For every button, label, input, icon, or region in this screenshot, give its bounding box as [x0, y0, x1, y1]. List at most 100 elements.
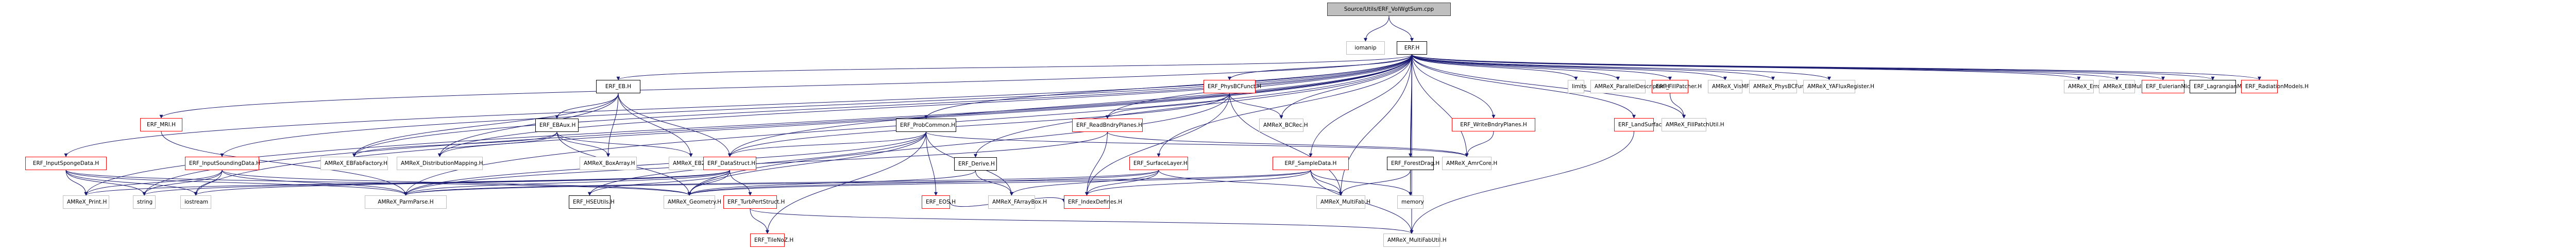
node-erf-radiationmodels[interactable]: ERF_RadiationModels.H — [2241, 80, 2309, 93]
node-erf-h[interactable]: ERF.H — [1397, 41, 1427, 55]
node-limits: limits — [1568, 80, 1587, 93]
node-erf-physbcfunct[interactable]: ERF_PhysBCFunct.H — [1204, 80, 1261, 93]
edge-erf_surfacelayer-to-amrex_multifab — [1158, 170, 1343, 196]
edge-erf_h-to-erf_readbndryplanes — [1106, 54, 1412, 119]
edge-erf_h-to-erf_derive — [974, 54, 1412, 158]
edge-erf_h-to-iostream — [194, 54, 1412, 196]
edge-erf_inputsoundingdata-to-string — [142, 170, 223, 196]
node-erf-sampledata[interactable]: ERF_SampleData.H — [1273, 157, 1349, 170]
edge-erf_probcommon-to-erf_eos — [926, 131, 938, 196]
edge-erf_eb-to-amrex_boxarray — [606, 93, 619, 157]
edge-erf_h-to-erf_writebndryplanes — [1412, 54, 1496, 119]
node-erf-landsurface[interactable]: ERF_LandSurface.H — [1614, 118, 1671, 131]
node-amrex-bcrec: AMReX_BCRec.H — [1259, 119, 1308, 132]
edge-erf_surfacelayer-to-amrex_geometry — [687, 170, 1159, 196]
edge-erf_h-to-amrex_distributionmapping — [438, 54, 1412, 157]
edge-erf_h-to-amrex_vismf — [1412, 54, 1727, 80]
edge-erf_inputspongedata-to-amrex_geometry — [65, 170, 691, 196]
edge-erf_readbndryplanes-to-amrex_parmparse — [404, 131, 1108, 196]
node-amrex-paralleldescriptor: AMReX_ParallelDescriptor.H — [1590, 80, 1669, 93]
node-amrex-multifabutil: AMReX_MultiFabUtil.H — [1383, 234, 1447, 247]
node-erf-eb[interactable]: ERF_EB.H — [596, 80, 640, 93]
node-erf-eulerianmicrophysics[interactable]: ERF_EulerianMicrophysics.H — [2142, 80, 2222, 93]
node-amrex-distributionmapping: AMReX_DistributionMapping.H — [397, 157, 483, 170]
node-erf-datastruct[interactable]: ERF_DataStruct.H — [703, 157, 756, 170]
node-erf-lagrangianmicrophysics[interactable]: ERF_LagrangianMicrophysics.H — [2190, 80, 2278, 93]
edge-erf_eb-to-erf_ebaux — [555, 93, 619, 119]
edge-erf_eb-to-erf_datastruct — [618, 93, 732, 157]
node-erf-hseutils[interactable]: ERF_HSEUtils.H — [569, 195, 615, 209]
edge-erf_h-to-erf_datastruct — [728, 54, 1412, 157]
edge-erf_physbcfunct-to-amrex_bcrec — [1229, 93, 1283, 119]
edge-erf_probcommon-to-amrex_parmparse — [404, 131, 926, 196]
node-iomanip: iomanip — [1346, 41, 1385, 55]
edge-erf_h-to-amrex_print — [84, 54, 1412, 196]
edge-erf_ebaux-to-amrex_ebfabfactory — [352, 131, 557, 157]
node-amrex-farraybox: AMReX_FArrayBox.H — [988, 195, 1047, 209]
edge-erf_physbcfunct-to-amrex_geometry — [687, 93, 1230, 196]
node-amrex-parmparse: AMReX_ParmParse.H — [365, 195, 447, 209]
edge-erf_ebaux-to-amrex_boxarray — [556, 131, 610, 157]
edge-erf_physbcfunct-to-erf_indexdefines — [1085, 93, 1230, 196]
node-erf-surfacelayer[interactable]: ERF_SurfaceLayer.H — [1129, 157, 1188, 170]
edge-erf_inputsoundingdata-to-amrex_parmparse — [222, 170, 408, 196]
node-amrex-ebmultifabutil: AMReX_EBMultiFabUtil.H — [2099, 80, 2170, 93]
edge-erf_h-to-amrex_paralleldescriptor — [1412, 54, 1620, 80]
node-erf-indexdefines[interactable]: ERF_IndexDefines.H — [1064, 195, 1122, 209]
edge-erf_ebaux-to-amrex_eb2 — [556, 131, 693, 157]
edge-erf_h-to-erf_radiationmodels — [1412, 54, 2261, 80]
edge-erf_h-to-amrex_yafluxregister — [1412, 54, 1831, 80]
edge-erf_fillpatcher-to-amrex_fillpatchutil — [1670, 93, 1686, 119]
edge-erf_h-to-erf_eb — [616, 54, 1412, 80]
edge-erf_readbndryplanes-to-amrex_amrcore — [1107, 131, 1469, 157]
edge-erf_h-to-string — [142, 54, 1412, 196]
node-iostream: iostream — [180, 195, 211, 209]
node-erf-turbpertstruct[interactable]: ERF_TurbPertStruct.H — [723, 195, 785, 209]
edge-erf_eb-to-amrex_distributionmapping — [438, 93, 619, 157]
node-erf-ebaux[interactable]: ERF_EBAux.H — [535, 119, 579, 132]
node-amrex-print: AMReX_Print.H — [63, 195, 109, 209]
node-amrex-geometry: AMReX_Geometry.H — [664, 195, 721, 209]
edge-erf_h-to-erf_lagrangianmicrophysics — [1412, 54, 2215, 80]
node-erf-eos[interactable]: ERF_EOS.H — [922, 195, 956, 209]
node-erf-readbndryplanes[interactable]: ERF_ReadBndryPlanes.H — [1072, 119, 1143, 132]
edge-erf_sampledata-to-memory — [1310, 170, 1412, 196]
node-erf-probcommon[interactable]: ERF_ProbCommon.H — [896, 119, 956, 132]
edge-erf_sampledata-to-amrex_geometry — [687, 170, 1311, 196]
node-amrex-amrcore: AMReX_AmrCore.H — [1442, 157, 1497, 170]
edge-erf_datastruct-to-iostream — [194, 170, 730, 196]
edge-erf_turbpertstruct-to-amrex_multifabutil — [750, 208, 1414, 234]
edge-erf_inputsoundingdata-to-amrex_print — [84, 170, 223, 196]
edge-erf_eb-to-amrex_ebfabfactory — [352, 93, 619, 157]
edge-erf_h-to-erf_inputspongedata — [64, 54, 1412, 157]
node-erf-writebndryplanes[interactable]: ERF_WriteBndryPlanes.H — [1452, 118, 1535, 131]
node-erf-inputspongedata[interactable]: ERF_InputSpongeData.H — [25, 157, 107, 170]
edge-erf_datastruct-to-amrex_geometry — [687, 170, 730, 196]
edge-erf_physbcfunct-to-erf_datastruct — [728, 93, 1230, 157]
edge-erf_inputspongedata-to-string — [65, 170, 146, 196]
node-erf-inputsoundingdata[interactable]: ERF_InputSoundingData.H — [185, 157, 260, 170]
edge-erf_inputsoundingdata-to-iostream — [194, 170, 223, 196]
edge-erf_turbpertstruct-to-erf_tilenoz — [750, 208, 769, 234]
node-erf-derive[interactable]: ERF_Derive.H — [954, 157, 997, 171]
edge-erf_sampledata-to-amrex_parmparse — [404, 170, 1311, 196]
edge-root-to-iomanip — [1364, 15, 1389, 42]
node-erf-fillpatcher[interactable]: ERF_FillPatcher.H — [1652, 80, 1702, 93]
edge-erf_h-to-amrex_multifab — [1339, 54, 1412, 196]
edge-erf_datastruct-to-erf_turbpertstruct — [730, 170, 752, 196]
node-amrex-fillpatchutil: AMReX_FillPatchUtil.H — [1662, 118, 1724, 131]
edge-erf_inputspongedata-to-amrex_print — [65, 170, 88, 196]
node-amrex-multifab: AMReX_MultiFab.H — [1316, 195, 1370, 209]
edge-erf_h-to-limits — [1412, 54, 1578, 80]
edge-erf_inputspongedata-to-amrex_parmparse — [65, 170, 408, 196]
node-memory: memory — [1397, 195, 1424, 209]
edge-erf_datastruct-to-amrex_parmparse — [404, 170, 730, 196]
node-amrex-physbcfunct: AMReX_PhysBCFunct.H — [1749, 80, 1816, 93]
node-erf-mri[interactable]: ERF_MRI.H — [140, 118, 182, 131]
edge-erf_surfacelayer-to-amrex_farraybox — [1010, 170, 1159, 196]
node-amrex-vismf: AMReX_VisMF.H — [1708, 80, 1754, 93]
node-erf-forestdrag[interactable]: ERF_ForestDrag.H — [1387, 157, 1439, 170]
node-erf-tilenoz[interactable]: ERF_TileNoZ.H — [750, 234, 793, 247]
